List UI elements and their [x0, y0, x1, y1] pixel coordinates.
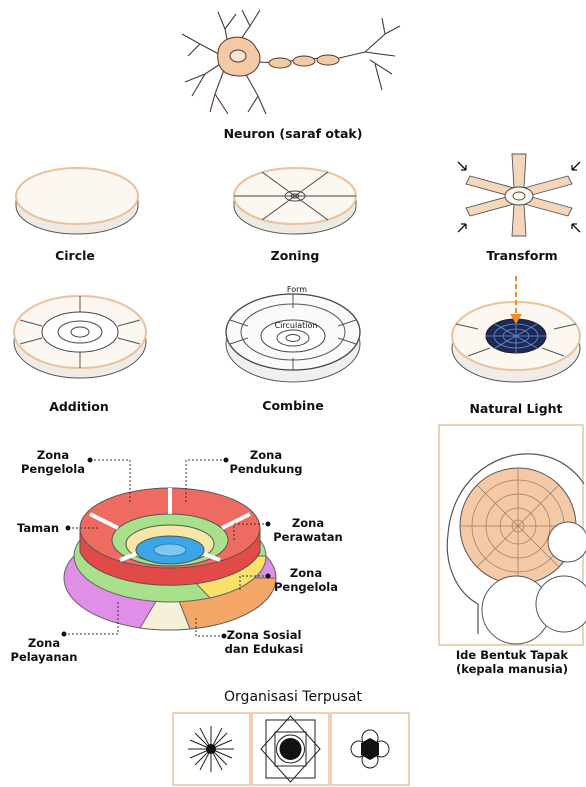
transform-diagram [456, 148, 582, 244]
zona-pendukung-label: Zona Pendukung [226, 448, 306, 476]
zona-pengelola-top-line1: Zona [18, 448, 88, 462]
zona-pengelola-right-line2: Pengelola [270, 580, 342, 594]
zona-perawatan-line2: Perawatan [268, 530, 348, 544]
combine-form-label: Form [282, 283, 312, 297]
site-caption-line2: (kepala manusia) [440, 662, 584, 676]
zoning-label: Zoning [250, 248, 340, 263]
circle-diagram [14, 162, 140, 238]
addition-label: Addition [34, 399, 124, 414]
site-caption-line1: Ide Bentuk Tapak [440, 648, 584, 662]
zona-pelayanan-line1: Zona [8, 636, 80, 650]
zoning-diagram [232, 162, 358, 238]
zona-pelayanan-line2: Pelayanan [8, 650, 80, 664]
zona-pengelola-right-line1: Zona [270, 566, 342, 580]
neuron-caption: Neuron (saraf otak) [218, 126, 368, 141]
zona-taman-label: Taman [12, 521, 64, 535]
neuron-illustration [170, 4, 410, 122]
organisasi-title: Organisasi Terpusat [168, 689, 418, 705]
zona-pengelola-right-label: Zona Pengelola [270, 566, 342, 594]
zona-pendukung-line2: Pendukung [226, 462, 306, 476]
zona-perawatan-label: Zona Perawatan [268, 516, 348, 544]
transform-label: Transform [474, 248, 570, 263]
zona-pengelola-top-line2: Pengelola [18, 462, 88, 476]
zona-pengelola-top-label: Zona Pengelola [18, 448, 88, 476]
circle-label: Circle [30, 248, 120, 263]
combine-label: Combine [248, 398, 338, 413]
site-plan-diagram [438, 424, 584, 646]
natural-light-diagram [448, 274, 584, 394]
combine-circulation-label: Circulation [266, 319, 326, 333]
zona-pelayanan-label: Zona Pelayanan [8, 636, 80, 664]
natural-light-label: Natural Light [460, 401, 572, 416]
zona-pendukung-line1: Zona [226, 448, 306, 462]
zona-sosial-line1: Zona Sosial [222, 628, 306, 642]
zona-sosial-line2: dan Edukasi [222, 642, 306, 656]
zona-sosial-label: Zona Sosial dan Edukasi [222, 628, 306, 656]
site-caption: Ide Bentuk Tapak (kepala manusia) [440, 648, 584, 676]
organisasi-panel [172, 712, 410, 786]
addition-diagram [10, 280, 150, 388]
zona-perawatan-line1: Zona [268, 516, 348, 530]
